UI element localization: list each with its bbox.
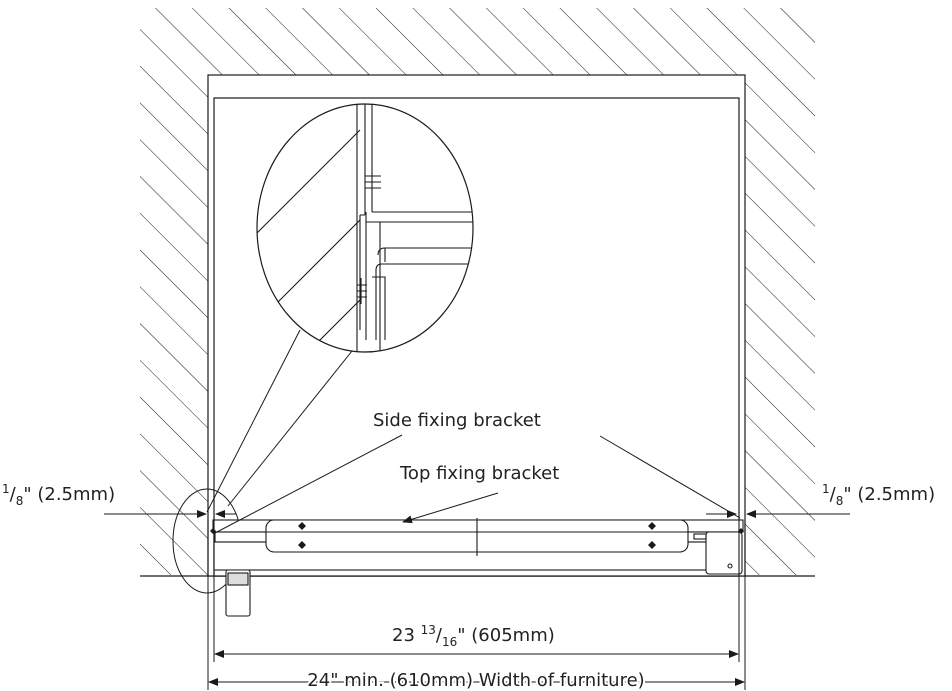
- right-gap-slash: /: [830, 484, 837, 505]
- right-gap-tail: " (2.5mm): [843, 484, 935, 505]
- right-gap-numerator: 1: [822, 482, 830, 496]
- inner-width-slash: /: [436, 625, 443, 646]
- left-gap-label: 1/8" (2.5mm): [2, 482, 115, 508]
- zoom-leaders: [206, 329, 353, 513]
- left-gap-denominator: 8: [16, 494, 24, 508]
- left-gap-numerator: 1: [2, 482, 10, 496]
- bracket-leaders: [214, 434, 741, 534]
- zoom-detail: [256, 103, 474, 353]
- inner-width-whole: 23: [392, 625, 421, 646]
- top-fixing-bracket-label: Top fixing bracket: [399, 463, 559, 484]
- inner-width-tail: " (605mm): [457, 625, 554, 646]
- right-gap-label: 1/8" (2.5mm): [822, 482, 935, 508]
- right-gap-denominator: 8: [836, 494, 844, 508]
- outer-width-label: 24" min. (610mm) Width of furniture): [307, 670, 644, 691]
- inner-width-numerator: 13: [421, 623, 436, 637]
- bracket-screws: [210, 522, 744, 549]
- appliance: [207, 518, 746, 617]
- width-dimensions: [207, 576, 746, 690]
- side-fixing-bracket-label: Side fixing bracket: [373, 410, 541, 431]
- left-gap-slash: /: [10, 484, 17, 505]
- left-gap-tail: " (2.5mm): [23, 484, 115, 505]
- inner-width-denominator: 16: [442, 635, 457, 649]
- inner-width-label: 23 13/16" (605mm): [392, 623, 555, 649]
